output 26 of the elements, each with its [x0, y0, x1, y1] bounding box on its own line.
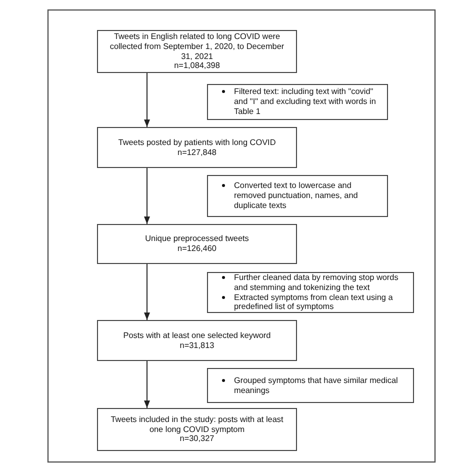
- process-box: [97, 30, 297, 73]
- arrow: [144, 73, 150, 127]
- process-box: [97, 408, 297, 451]
- process-box: [97, 127, 297, 168]
- process-box: [97, 224, 297, 264]
- count-text: n=127,848: [178, 148, 216, 158]
- count-text: n=30,327: [180, 434, 214, 444]
- note-box: [207, 368, 414, 403]
- arrow: [144, 361, 150, 408]
- count-text: n=31,813: [180, 340, 214, 350]
- bullet-text: Converted text to lowercase and removed punctuation, names, and duplicate texts: [234, 181, 359, 211]
- arrow: [144, 168, 150, 224]
- step-text: Unique preprocessed tweets: [145, 234, 249, 244]
- count-text: n=126,460: [178, 244, 216, 254]
- step-text: Tweets posted by patients with long COVID: [118, 138, 276, 148]
- count-text: n=1,084,398: [174, 61, 220, 72]
- process-box: [97, 320, 297, 361]
- step-text: Posts with at least one selected keyword: [123, 330, 271, 340]
- bullet-text: Filtered text: including text with "covid" and "I" and excluding text with words in Table 1: [234, 87, 377, 117]
- arrow: [144, 264, 150, 320]
- note-box: [207, 272, 414, 313]
- bullet-text: Grouped symptoms that have similar medical meanings: [234, 376, 399, 396]
- note-box: [207, 84, 388, 120]
- bullet-text: Further cleaned data by removing stop words and stemming and tokenizing the text: [234, 272, 400, 292]
- bullet-text: Extracted symptoms from clean text using a predefined list of symptoms: [234, 292, 394, 312]
- note-box: [207, 175, 388, 217]
